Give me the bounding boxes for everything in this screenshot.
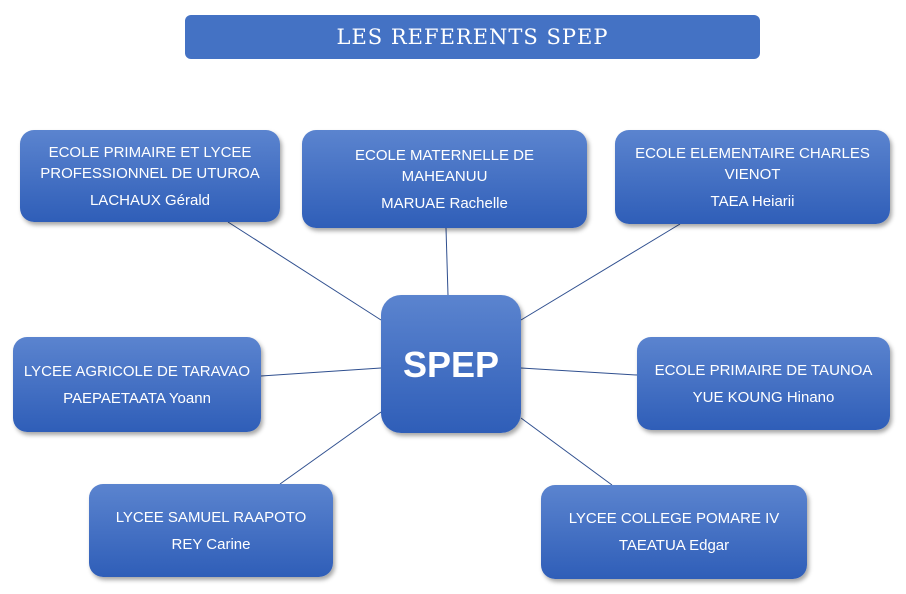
school-name: ECOLE ELEMENTAIRE CHARLES VIENOT — [635, 144, 870, 183]
diagram-title: LES REFERENTS SPEP — [185, 15, 760, 59]
node-raapoto: LYCEE SAMUEL RAAPOTO REY Carine — [89, 484, 333, 577]
connector — [445, 227, 449, 296]
node-taunoa: ECOLE PRIMAIRE DE TAUNOA YUE KOUNG Hinan… — [637, 337, 890, 430]
referent-name: REY Carine — [171, 535, 251, 553]
referent-name: TAEATUA Edgar — [618, 537, 730, 554]
referent-name: YUE KOUNG Hinano — [692, 388, 835, 406]
school-name: LYCEE COLLEGE POMARE IV — [568, 510, 780, 527]
school-name: ECOLE PRIMAIRE ET LYCEE PROFESSIONNEL DE… — [40, 143, 260, 182]
referent-name: LACHAUX Gérald — [89, 191, 211, 209]
school-name: LYCEE AGRICOLE DE TARAVAO — [23, 362, 251, 380]
referent-name: MARUAE Rachelle — [381, 194, 508, 212]
node-pomare: LYCEE COLLEGE POMARE IV TAEATUA Edgar — [541, 485, 807, 579]
node-vienot: ECOLE ELEMENTAIRE CHARLES VIENOT TAEA He… — [615, 130, 890, 224]
school-name: LYCEE SAMUEL RAAPOTO — [115, 508, 307, 526]
node-maheanuu: ECOLE MATERNELLE DE MAHEANUU MARUAE Rach… — [302, 130, 587, 228]
school-name: ECOLE PRIMAIRE DE TAUNOA — [654, 361, 873, 379]
school-name: ECOLE MATERNELLE DE MAHEANUU — [355, 146, 534, 185]
node-uturoa: ECOLE PRIMAIRE ET LYCEE PROFESSIONNEL DE… — [20, 130, 280, 222]
connector — [520, 223, 681, 321]
connector — [260, 367, 382, 377]
referent-name: PAEPAETAATA Yoann — [63, 389, 211, 407]
node-taravao: LYCEE AGRICOLE DE TARAVAO PAEPAETAATA Yo… — [13, 337, 261, 432]
connector — [520, 417, 613, 486]
connector — [520, 367, 638, 376]
center-node: SPEP — [381, 295, 521, 433]
referent-name: TAEA Heiarii — [710, 192, 795, 210]
connector — [279, 411, 382, 485]
connector — [227, 221, 382, 321]
